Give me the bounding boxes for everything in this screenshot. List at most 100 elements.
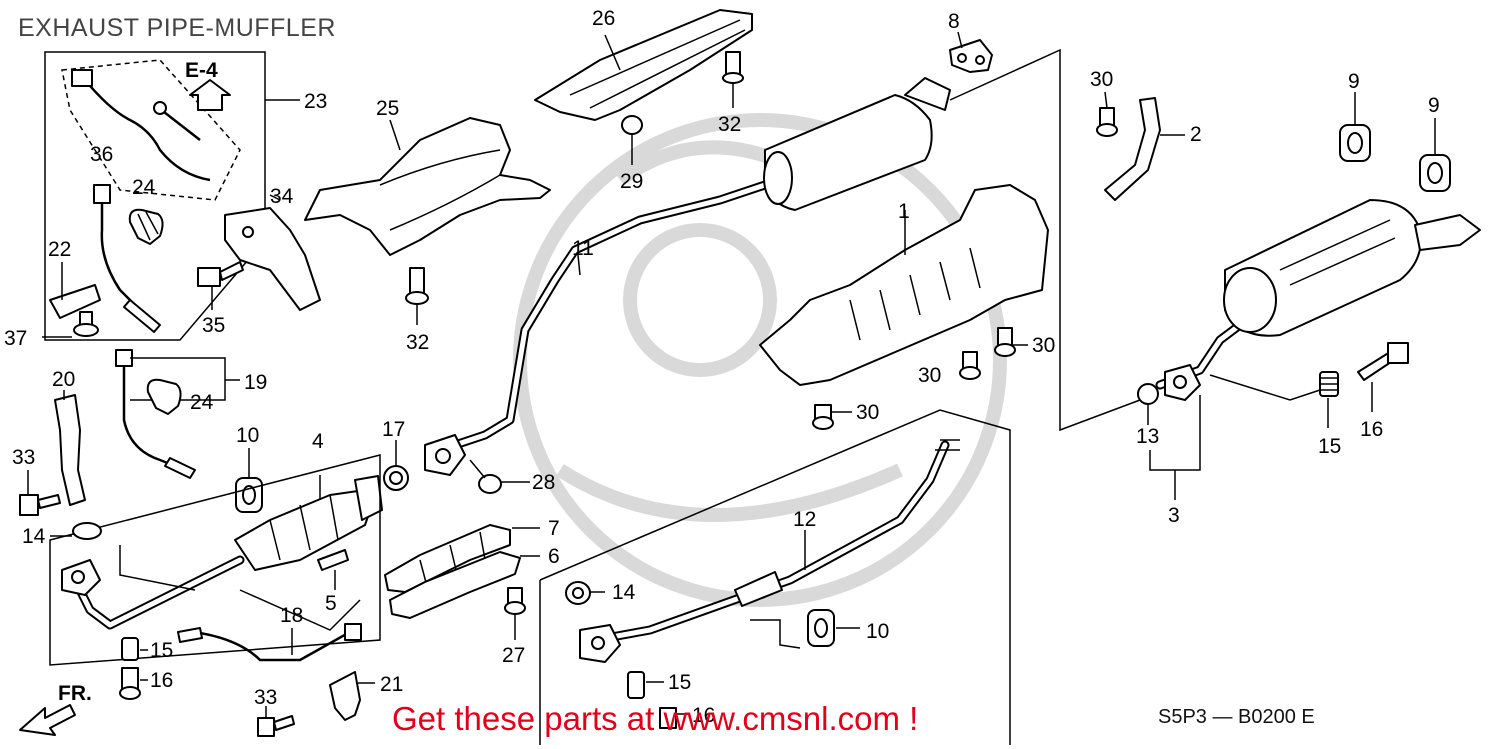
bolt-37-part [42,311,99,338]
callout-15b: 15 [668,671,691,694]
connector-icon [71,69,93,87]
callout-34: 34 [270,185,294,208]
bolt-30c-part [959,351,981,380]
callout-3: 3 [1168,504,1180,527]
callout-22: 22 [48,238,71,261]
bolt-30b-part [994,327,1028,357]
callout-8: 8 [948,10,960,33]
heat-shield-34-part [224,194,321,311]
callout-32b: 32 [718,113,741,136]
callout-37: 37 [4,327,27,350]
bracket-20-part [54,390,86,506]
heat-shield-1-part [759,184,1049,386]
callout-14a: 14 [22,525,46,548]
bolt-30d-part [812,404,852,430]
callout-30a: 30 [1090,68,1113,91]
reference-label: E-4 [185,59,218,82]
bolt-16b-part [119,667,148,700]
diagram-code: S5P3 — B0200 E [1158,706,1315,728]
callout-2: 2 [1190,123,1202,146]
callout-27: 27 [502,644,525,667]
mount-9a-part [1339,92,1371,162]
bracket-21-part [329,671,375,721]
hanger-2-part [1104,97,1185,201]
callout-10b: 10 [866,620,889,643]
group-leader [949,48,1141,432]
bolt-32a-part [405,267,429,325]
clip-24a-part [128,208,164,245]
front-label: FR. [58,682,92,705]
pipe-12-part [539,409,1011,745]
callout-12: 12 [793,508,816,531]
bracket-8-part [949,31,993,73]
callout-33a: 33 [12,446,35,469]
callout-1: 1 [898,200,910,223]
bolt-32b-part [722,51,744,108]
bolt-35-part [197,261,244,310]
up-arrow-icon [189,79,231,111]
center-pipe-11-part [424,77,951,476]
callout-15a: 15 [150,639,173,662]
clip-24b-part [146,378,182,415]
watermark-logo [513,113,1007,607]
callout-16c: 16 [1360,418,1383,441]
callout-25: 25 [376,97,399,120]
mount-10b-part [807,609,860,647]
mount-9b-part [1419,118,1451,192]
callout-19: 19 [244,371,267,394]
bolt-5-part [317,549,349,590]
callout-24b: 24 [190,391,214,414]
spring-15b-part [121,637,148,661]
nut-29-part [621,115,643,165]
spring-15c-part [627,671,664,699]
heat-shield-25-part [304,117,551,256]
callout-18: 18 [280,604,303,627]
callout-32a: 32 [406,331,429,354]
bolt-33b-part [257,706,295,737]
callout-15c: 15 [1318,435,1341,458]
callout-36: 36 [90,143,113,166]
bolt-27-part [504,587,526,640]
callout-9b: 9 [1428,94,1440,117]
callout-26: 26 [592,7,615,30]
callout-30b: 30 [1032,334,1055,357]
callout-16a: 16 [150,669,173,692]
callout-20: 20 [52,368,75,391]
shield-26-part [534,9,753,121]
callout-24a: 24 [132,176,156,199]
bolt-33a-part [19,470,61,516]
bolt-16a-part [1357,342,1409,412]
callout-21: 21 [380,673,403,696]
callout-28: 28 [532,471,555,494]
gasket-14b-part [565,581,605,605]
callout-5: 5 [325,592,337,615]
muffler-3-part [1155,199,1481,401]
sensor-36-part [93,184,161,333]
callout-16b: 16 [692,704,715,727]
hanger-leader [1209,374,1321,401]
callout-35: 35 [202,314,225,337]
nut-28-part [469,459,530,494]
mount-10a-part [235,448,263,513]
gasket-17-part [383,440,409,491]
callout-4: 4 [312,430,324,453]
sensor-18-part [177,623,362,662]
bolt-16c-part [659,707,690,729]
callout-14b: 14 [612,581,636,604]
callout-23: 23 [304,90,327,113]
front-pipe-4-part [49,454,383,666]
bolt-30a-part [1096,91,1118,137]
sensor-19-part [115,349,240,479]
converter-cover-6-part [389,551,540,619]
callout-7: 7 [548,517,560,540]
callout-9a: 9 [1348,70,1360,93]
bracket-22-part [49,262,101,319]
callout-13: 13 [1136,425,1159,448]
spring-15a-part [1319,371,1339,428]
callout-labels: 1 2 3 4 5 6 7 8 9 9 10 10 11 12 13 14 14… [4,7,1440,727]
callout-30c: 30 [918,364,941,387]
gasket-13-part [1137,383,1201,500]
callout-10a: 10 [236,424,259,447]
callout-33b: 33 [254,686,277,709]
